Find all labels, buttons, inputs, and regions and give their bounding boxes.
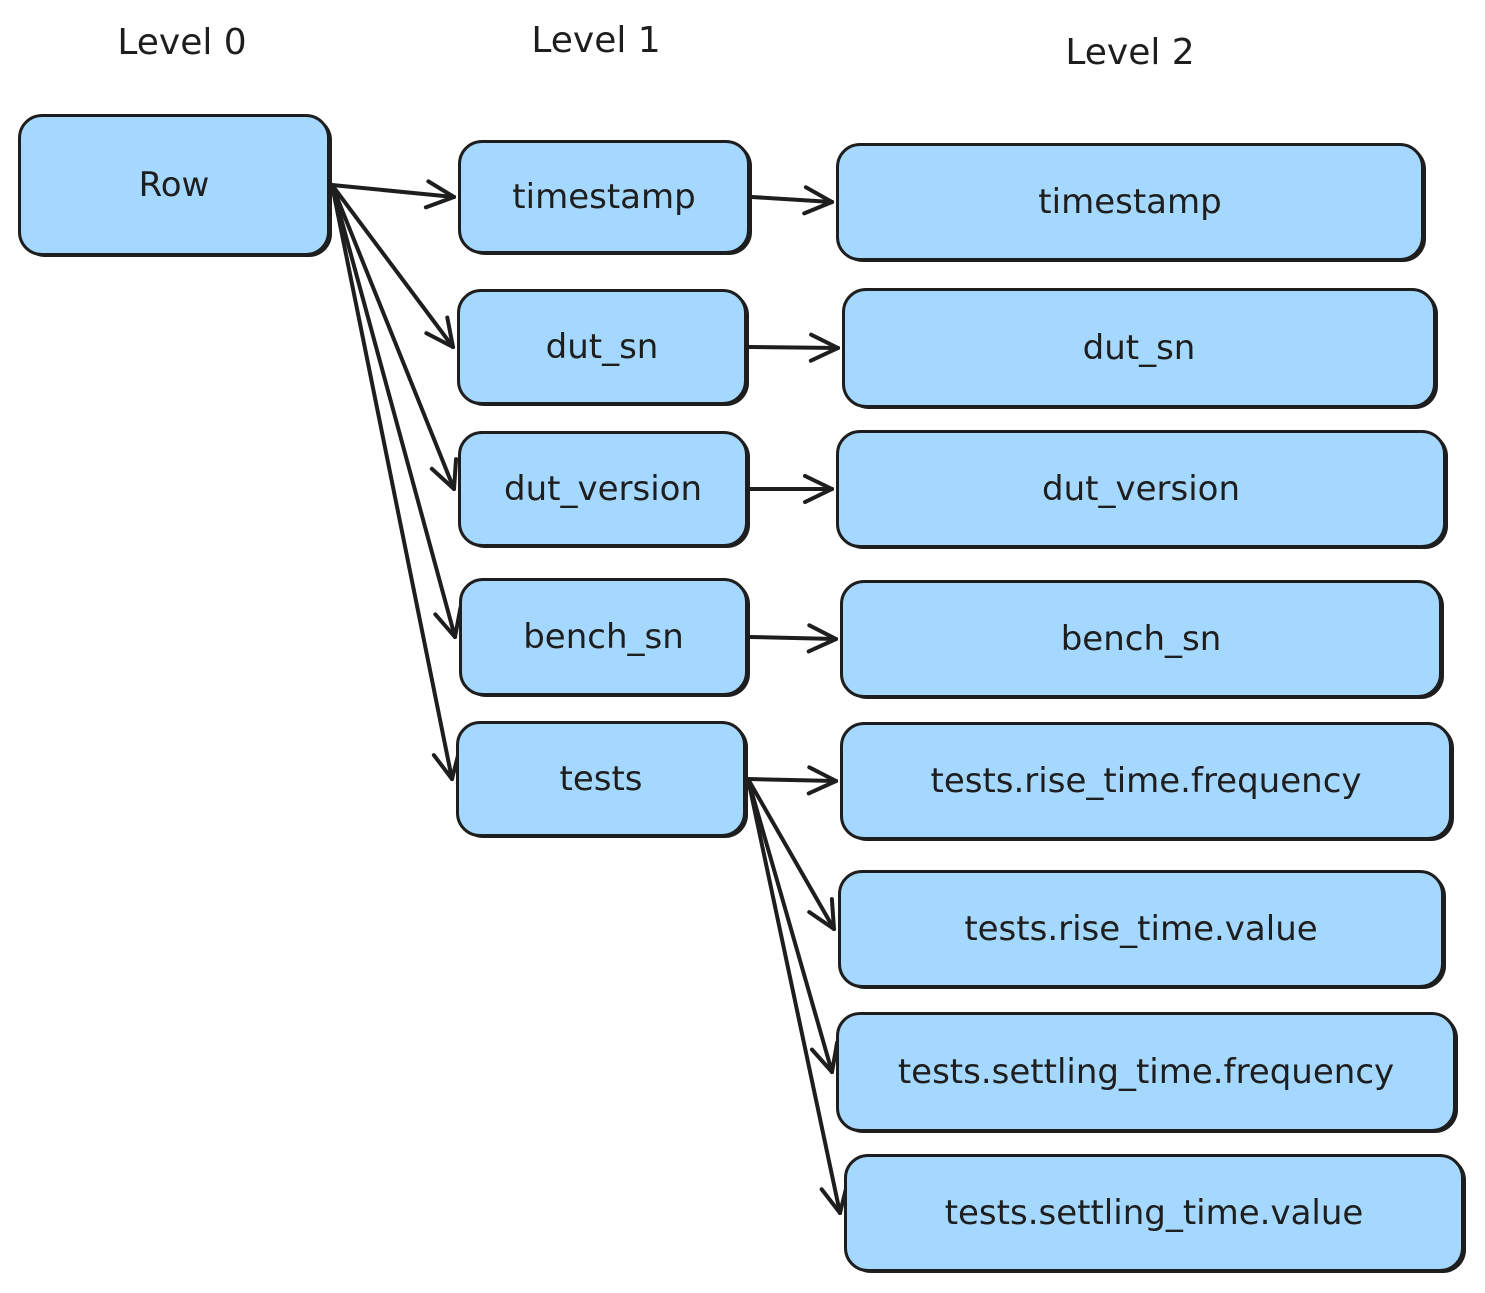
node-l1-dut-sn[interactable]: dut_sn <box>457 289 747 405</box>
level-2-header: Level 2 <box>1065 32 1195 73</box>
node-l2-bench-sn[interactable]: bench_sn <box>840 580 1442 698</box>
node-l2-dut-sn[interactable]: dut_sn <box>842 288 1436 408</box>
node-row[interactable]: Row <box>18 114 330 256</box>
edge-l1_tests-to-l2_settle_value <box>746 777 850 1215</box>
edge-row-to-l1_dut_version <box>330 183 459 491</box>
edge-l1_timestamp-to-l2_timestamp <box>750 185 834 216</box>
edge-l1_dut_sn-to-l2_dut_sn <box>747 332 840 363</box>
edge-row-to-l1_dut_sn <box>330 183 455 349</box>
edge-l1_tests-to-l2_rise_freq <box>746 765 838 796</box>
edge-l1_dut_version-to-l2_dut_version <box>748 473 834 505</box>
level-0-header: Level 0 <box>117 22 247 63</box>
node-l2-rise-time-value[interactable]: tests.rise_time.value <box>838 870 1444 988</box>
node-l2-dut-version[interactable]: dut_version <box>836 430 1446 548</box>
node-l1-timestamp[interactable]: timestamp <box>458 140 750 254</box>
edge-row-to-l1_bench_sn <box>330 183 463 639</box>
node-l2-settling-time-frequency[interactable]: tests.settling_time.frequency <box>836 1012 1456 1132</box>
edge-row-to-l1_timestamp <box>330 179 456 210</box>
level-1-header: Level 1 <box>531 20 661 61</box>
edge-row-to-l1_tests <box>330 183 462 781</box>
node-l2-rise-time-frequency[interactable]: tests.rise_time.frequency <box>840 722 1452 840</box>
edge-l1_tests-to-l2_settle_freq <box>746 777 840 1074</box>
node-l1-dut-version[interactable]: dut_version <box>458 431 748 547</box>
edge-l1_bench_sn-to-l2_bench_sn <box>748 623 838 654</box>
node-l1-bench-sn[interactable]: bench_sn <box>459 578 748 696</box>
node-l2-timestamp[interactable]: timestamp <box>836 143 1424 261</box>
node-l2-settling-time-value[interactable]: tests.settling_time.value <box>844 1154 1464 1272</box>
edge-l1_tests-to-l2_rise_value <box>746 777 836 931</box>
node-l1-tests[interactable]: tests <box>456 721 746 837</box>
